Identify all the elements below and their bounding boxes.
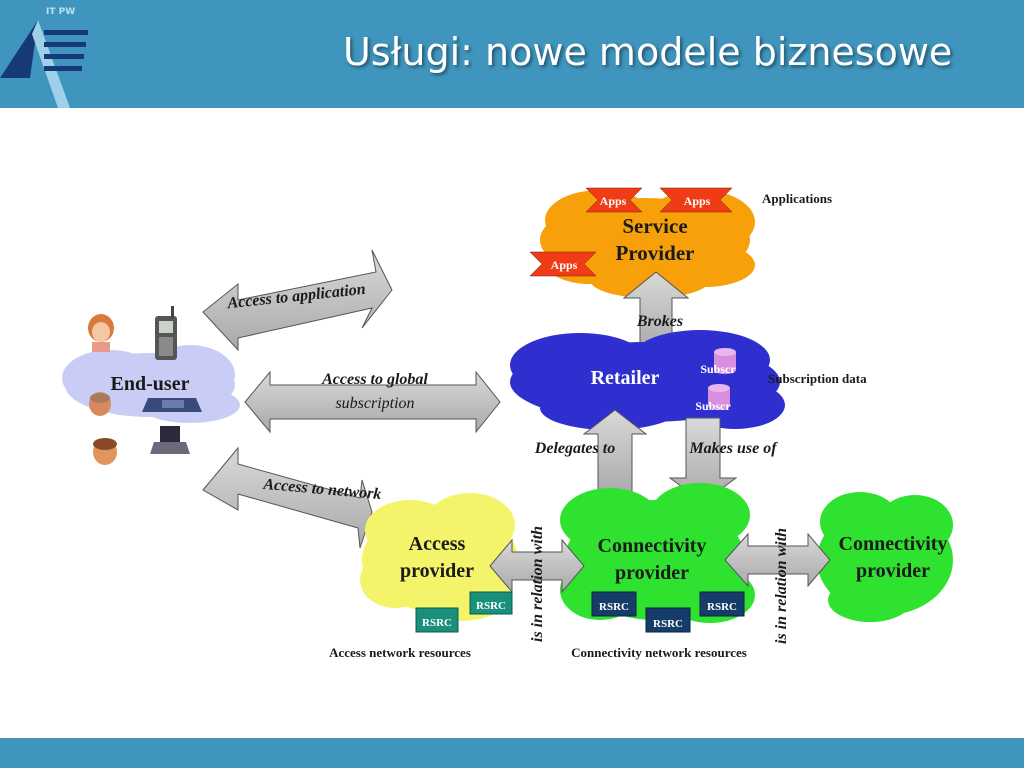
- apps-badge-label: Apps: [551, 258, 578, 272]
- connectivity-network-resources-label: Connectivity network resources: [571, 645, 747, 660]
- subscription-data-label: Subscription data: [768, 371, 867, 386]
- man-avatar-icon: [93, 438, 117, 465]
- service-provider-cloud: [540, 190, 755, 298]
- rsrc-box: RSRC: [415, 607, 459, 633]
- footer-bar: [0, 738, 1024, 768]
- service-provider-label-2: Provider: [616, 241, 695, 265]
- rsrc-label: RSRC: [476, 600, 506, 612]
- rsrc-label: RSRC: [599, 601, 629, 613]
- rsrc-label: RSRC: [653, 618, 683, 630]
- access-to-global-label-1: Access to global: [321, 371, 428, 388]
- apps-badge-label: Apps: [600, 194, 627, 208]
- access-to-application-arrow: [202, 249, 393, 352]
- access-to-global-label-2: subscription: [335, 395, 414, 412]
- relation-arrow-2: [724, 532, 831, 588]
- apps-badge: Apps: [659, 187, 733, 213]
- delegates-to-label: Delegates to: [534, 440, 615, 457]
- connectivity-provider-2-cloud: [817, 492, 953, 622]
- service-provider-label-1: Service: [622, 214, 687, 238]
- makes-use-of-label: Makes use of: [688, 440, 778, 457]
- rsrc-box: RSRC: [469, 591, 513, 615]
- subscr-label: Subscr: [695, 399, 731, 413]
- slide-title-area: Usługi: nowe modele biznesowe: [0, 0, 1024, 108]
- is-in-relation-with-label-1: is in relation with: [529, 526, 546, 642]
- access-provider-label-1: Access: [409, 533, 466, 555]
- connectivity-provider-label-2: provider: [615, 562, 689, 584]
- access-to-network-arrow: [202, 446, 373, 549]
- brokes-label: Brokes: [636, 313, 683, 330]
- woman-avatar-icon: [88, 314, 114, 352]
- rsrc-box: RSRC: [645, 607, 691, 633]
- rsrc-box: RSRC: [699, 591, 745, 617]
- connectivity-provider-label-1: Connectivity: [598, 535, 707, 557]
- laptop-icon: [150, 426, 190, 454]
- connectivity-provider-cloud: [560, 483, 755, 623]
- access-network-resources-label: Access network resources: [329, 645, 471, 660]
- is-in-relation-with-label-2: is in relation with: [773, 528, 790, 644]
- man-avatar-icon: [89, 392, 111, 416]
- subscr-cylinder: Subscr: [700, 348, 736, 376]
- applications-label: Applications: [762, 191, 832, 206]
- access-to-global-subscription-arrow: [244, 370, 501, 434]
- itpw-logo: IT PW: [0, 0, 110, 108]
- rsrc-label: RSRC: [422, 617, 452, 629]
- subscr-label: Subscr: [700, 362, 736, 376]
- header-bar: [0, 0, 1024, 108]
- retailer-label: Retailer: [591, 367, 660, 389]
- apps-badge-label: Apps: [684, 194, 711, 208]
- delegates-to-arrow: [582, 409, 648, 497]
- subscr-cylinder: Subscr: [695, 384, 731, 413]
- desk-phone-icon: [142, 398, 202, 412]
- logo-text: IT PW: [46, 7, 76, 17]
- apps-badge: Apps: [585, 187, 643, 213]
- mobile-phone-icon: [155, 306, 177, 360]
- access-provider-label-2: provider: [400, 560, 474, 582]
- connectivity-provider-2-label-2: provider: [856, 560, 930, 582]
- end-user-label: End-user: [111, 373, 190, 395]
- rsrc-label: RSRC: [707, 601, 737, 613]
- rsrc-box: RSRC: [591, 591, 637, 617]
- slide-title: Usługi: nowe modele biznesowe: [343, 30, 953, 74]
- connectivity-provider-2-label-1: Connectivity: [839, 533, 948, 555]
- relation-arrow-1: [489, 538, 585, 594]
- apps-badge: Apps: [529, 251, 597, 277]
